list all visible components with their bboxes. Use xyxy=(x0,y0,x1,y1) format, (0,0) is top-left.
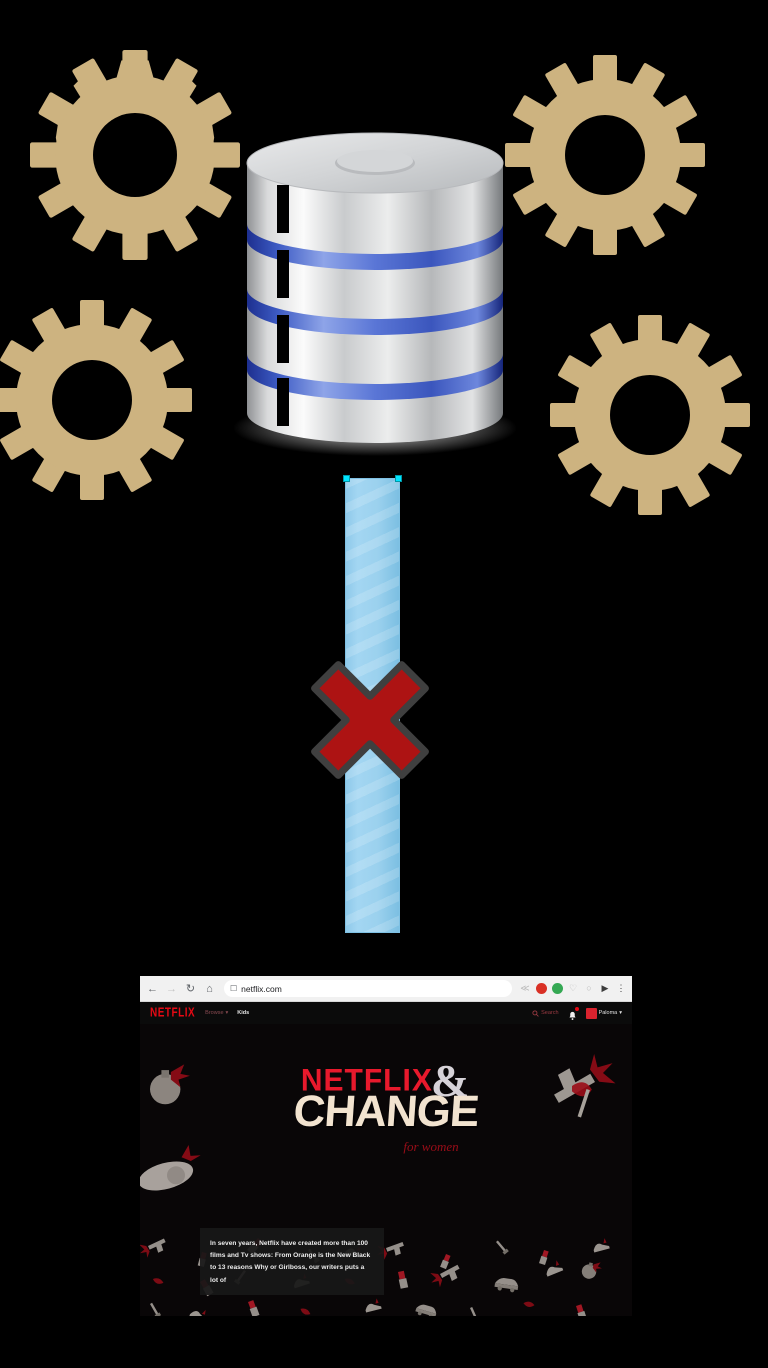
nav-browse-label: Browse xyxy=(205,1010,224,1016)
address-bar[interactable]: ☐ netflix.com xyxy=(224,980,512,997)
chevron-down-icon: ▾ xyxy=(619,1010,622,1016)
browser-toolbar: ← → ↻ ⌂ ☐ netflix.com ≪ ♡ ○ xyxy=(140,976,632,1002)
notification-icon[interactable]: ○ xyxy=(586,983,592,993)
red-x-blocked-icon xyxy=(300,650,440,790)
decorative-icon-pattern xyxy=(140,1048,623,1316)
netflix-main-nav: Browse ▾ Kids xyxy=(205,1010,249,1016)
notification-badge xyxy=(574,1007,579,1011)
page-info-icon[interactable]: ☐ xyxy=(230,984,238,993)
extension-green-icon[interactable] xyxy=(550,982,564,996)
hero-subtitle: for women xyxy=(403,1139,459,1154)
netflix-hero: NETFLIX& CHANGE for women In seven years… xyxy=(140,1024,632,1316)
extension-red-icon[interactable] xyxy=(534,982,548,996)
share-icon[interactable]: ≪ xyxy=(520,983,530,993)
search-icon xyxy=(532,1009,539,1017)
nav-browse[interactable]: Browse ▾ xyxy=(205,1010,228,1016)
profile-flag-icon[interactable]: ▶ xyxy=(601,983,609,993)
hero-title-block: NETFLIX& CHANGE for women xyxy=(140,1048,632,1155)
database-cylinder-icon xyxy=(225,110,525,460)
chevron-down-icon: ▾ xyxy=(225,1010,229,1016)
profile-menu[interactable]: Paloma ▾ xyxy=(585,1007,622,1019)
chrome-menu-icon[interactable]: ⋮ xyxy=(616,983,626,993)
pipe-handle-right[interactable] xyxy=(395,475,402,482)
forward-button[interactable]: → xyxy=(166,982,177,995)
pipe-handle-left[interactable] xyxy=(343,475,350,482)
notification-bell-icon[interactable] xyxy=(568,1007,579,1020)
shield-icon[interactable]: ♡ xyxy=(568,983,578,993)
hero-blurb: In seven years, Netflix have created mor… xyxy=(200,1228,384,1295)
netflix-logo[interactable]: NETFLIX xyxy=(150,1006,196,1020)
nav-kids-label: Kids xyxy=(237,1010,250,1016)
address-bar-url: netflix.com xyxy=(241,983,282,994)
hero-ampersand: & xyxy=(430,1055,470,1106)
profile-name: Paloma xyxy=(598,1010,618,1016)
back-button[interactable]: ← xyxy=(147,982,158,995)
avatar xyxy=(585,1007,597,1019)
netflix-header-right: Search Paloma ▾ xyxy=(532,1007,622,1020)
search-button[interactable]: Search xyxy=(532,1009,559,1017)
browser-window: ← → ↻ ⌂ ☐ netflix.com ≪ ♡ ○ xyxy=(140,976,632,1316)
home-button[interactable]: ⌂ xyxy=(206,982,213,995)
gear-icon-bottom-left xyxy=(0,300,192,500)
search-label: Search xyxy=(541,1010,559,1016)
hero-title-netflix: NETFLIX xyxy=(300,1063,433,1098)
reload-button[interactable]: ↻ xyxy=(185,983,196,995)
hero-title-change: CHANGE xyxy=(291,1087,481,1136)
gear-icon-top-left xyxy=(30,50,240,260)
gear-icon-bottom-right xyxy=(550,315,750,515)
netflix-header: NETFLIX Browse ▾ Kids Search xyxy=(140,1002,632,1024)
gear-icon-top-right xyxy=(505,55,705,255)
hero-blurb-text: In seven years, Netflix have created mor… xyxy=(210,1240,371,1284)
nav-kids[interactable]: Kids xyxy=(237,1010,249,1016)
